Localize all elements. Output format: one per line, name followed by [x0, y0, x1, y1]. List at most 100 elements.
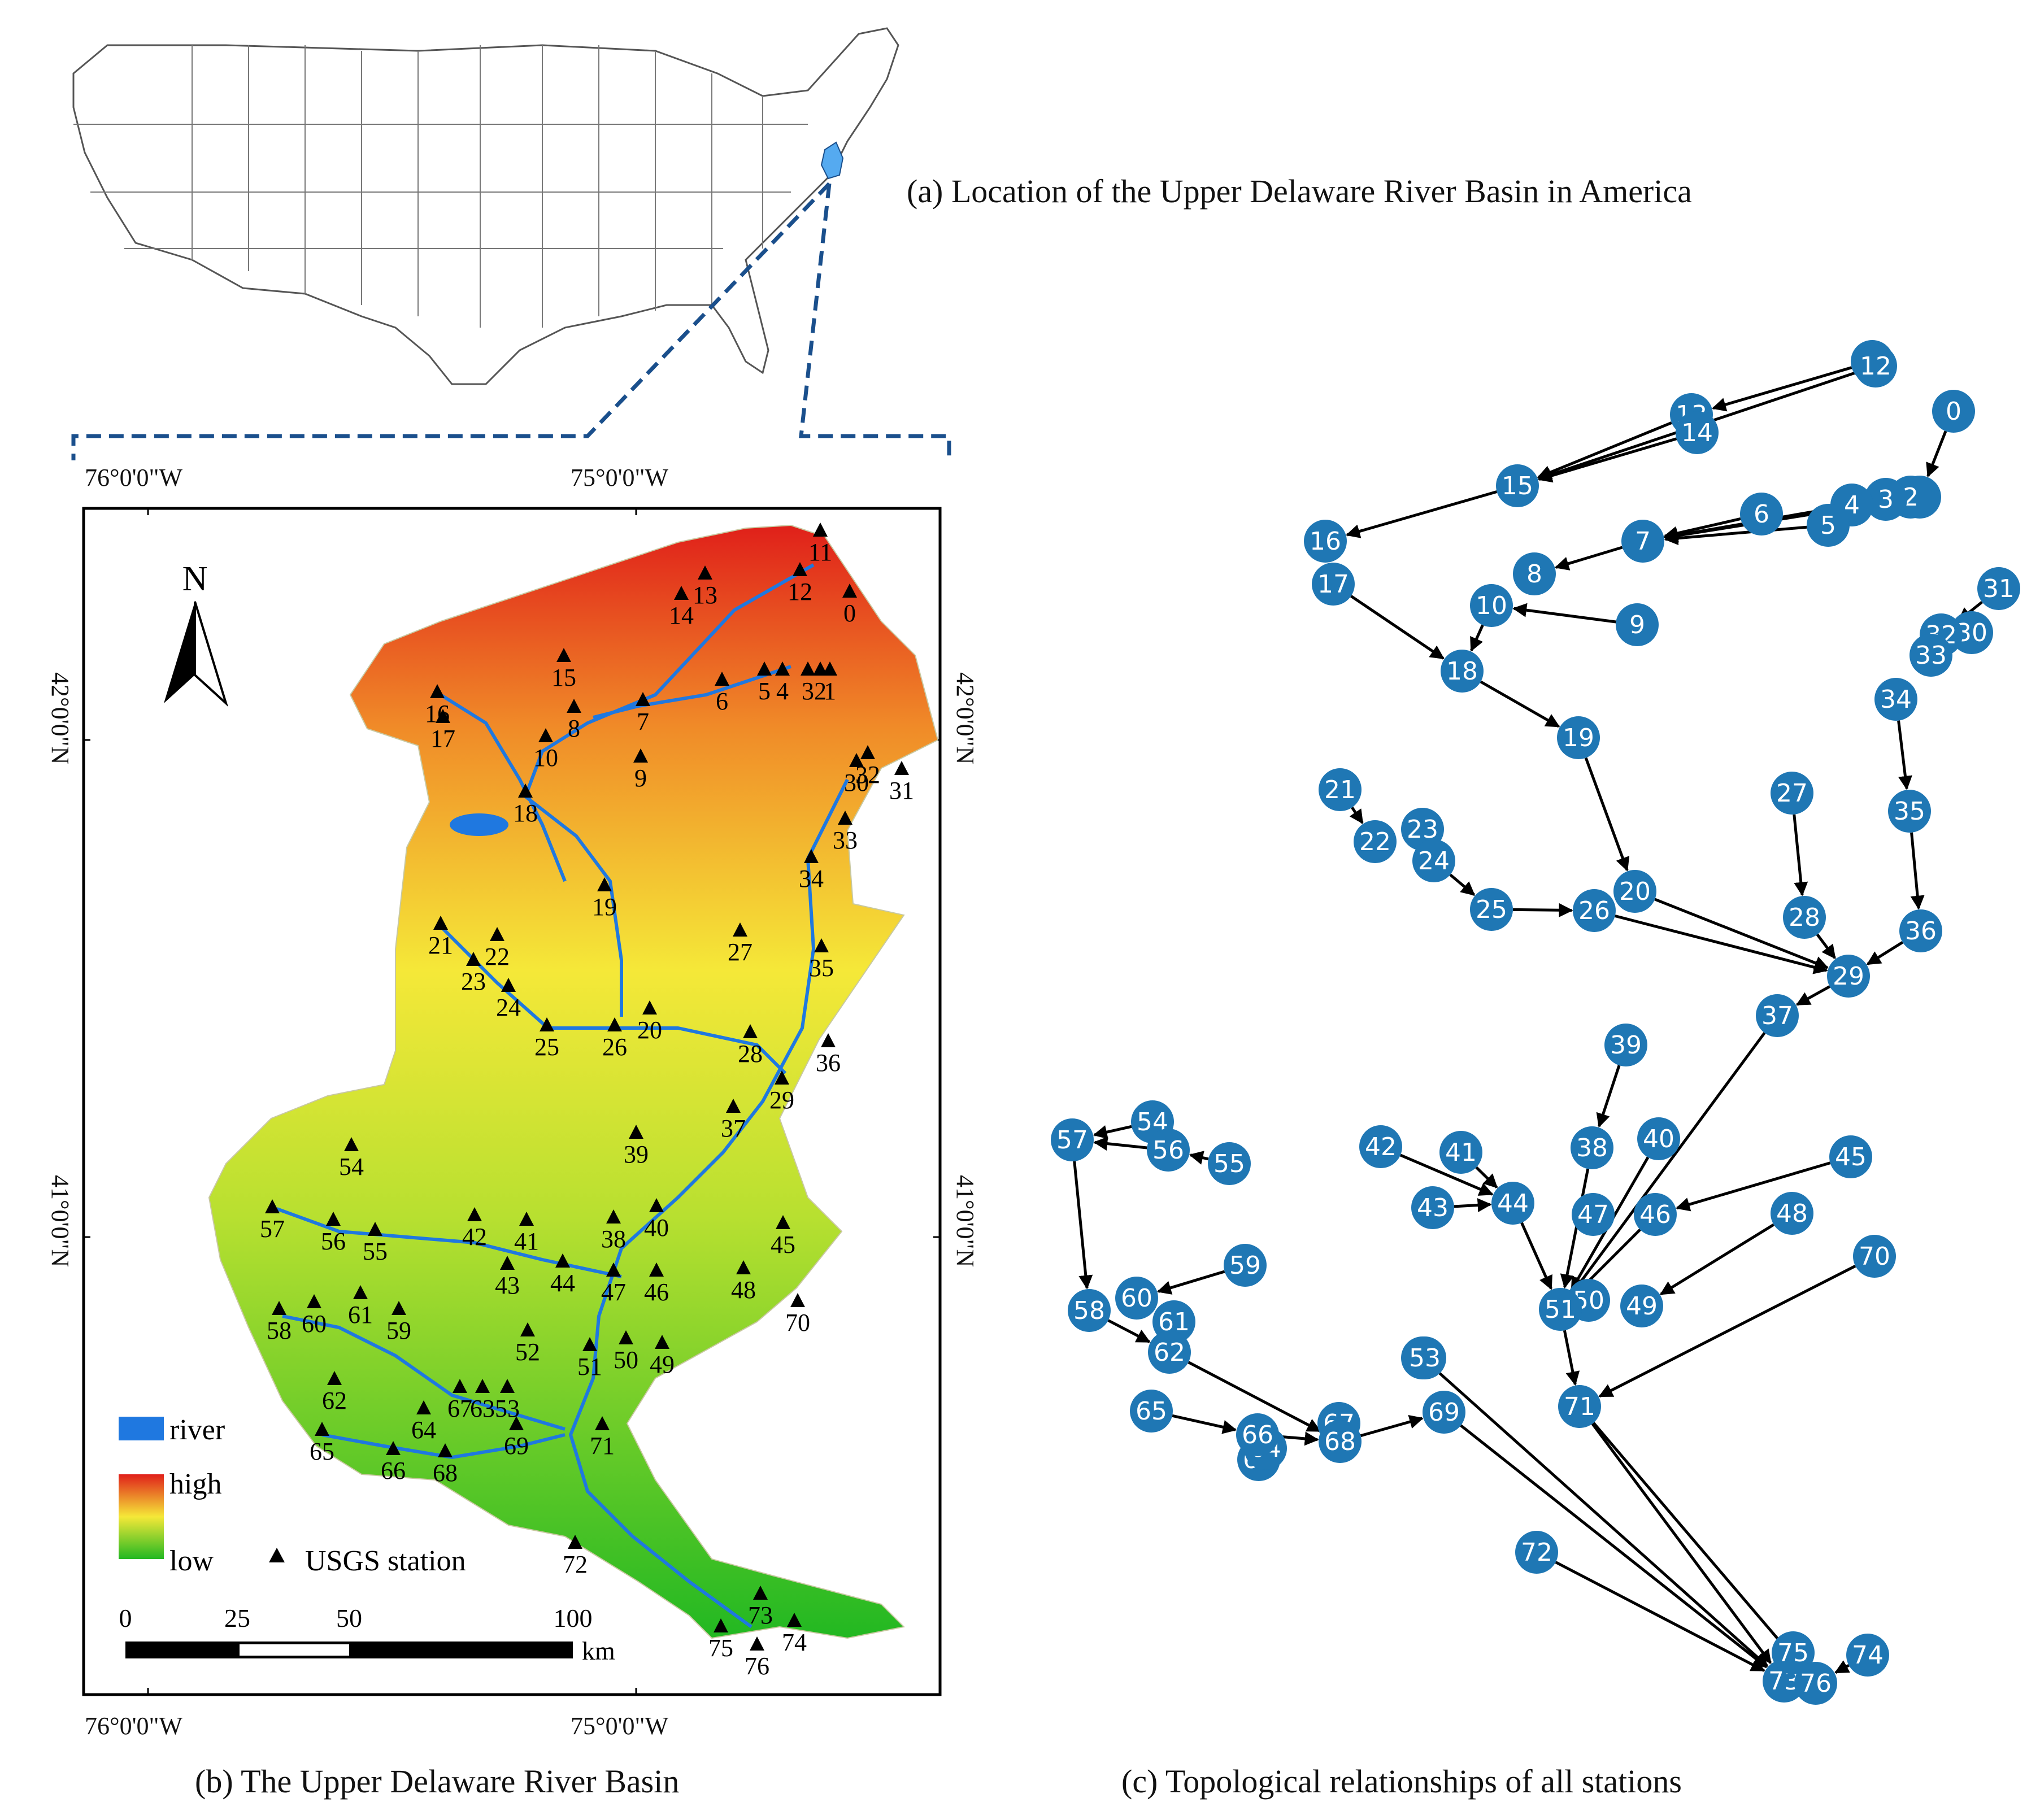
- graph-node-57: [1051, 1118, 1094, 1161]
- graph-node-72: [1515, 1531, 1558, 1574]
- station-marker-49: [655, 1335, 669, 1349]
- graph-node-28: [1783, 896, 1826, 939]
- station-marker-38: [606, 1209, 621, 1224]
- graph-edge-28-29: [1816, 933, 1837, 960]
- station-label-68: 68: [433, 1459, 458, 1487]
- graph-edge-11-13: [1711, 366, 1852, 412]
- station-label-62: 62: [322, 1387, 347, 1414]
- graph-edge-44-51: [1520, 1222, 1552, 1290]
- graph-node-label-66: 66: [1242, 1421, 1273, 1449]
- station-marker-13: [698, 565, 712, 580]
- graph-node-12: [1854, 345, 1897, 387]
- graph-node-16: [1304, 520, 1347, 563]
- station-marker-68: [438, 1443, 453, 1457]
- station-label-20: 20: [637, 1016, 662, 1044]
- station-label-14: 14: [669, 602, 694, 629]
- graph-node-label-22: 22: [1359, 828, 1391, 856]
- station-label-59: 59: [386, 1317, 411, 1344]
- graph-node-label-27: 27: [1776, 779, 1808, 808]
- graticule-ticks: [84, 508, 940, 1695]
- edge-layer: [1073, 366, 1983, 1674]
- station-marker-52: [520, 1322, 535, 1336]
- legend-station-symbol: [269, 1548, 285, 1562]
- graph-node-label-76: 76: [1800, 1669, 1832, 1698]
- station-label-30: 30: [844, 769, 869, 796]
- station-marker-48: [736, 1260, 751, 1274]
- station-marker-21: [433, 916, 448, 930]
- station-label-10: 10: [533, 744, 558, 772]
- station-label-67: 67: [447, 1395, 472, 1422]
- graph-node-label-60: 60: [1121, 1284, 1152, 1313]
- graph-edge-0-1: [1926, 430, 1947, 478]
- station-label-35: 35: [809, 954, 834, 982]
- station-label-65: 65: [310, 1438, 334, 1465]
- station-marker-50: [619, 1330, 633, 1344]
- station-label-15: 15: [551, 664, 576, 691]
- station-label-26: 26: [602, 1033, 627, 1061]
- station-marker-39: [629, 1125, 643, 1139]
- station-marker-6: [715, 672, 729, 686]
- station-label-41: 41: [514, 1227, 539, 1255]
- graph-node-62: [1148, 1331, 1191, 1374]
- station-label-1: 1: [824, 677, 836, 705]
- station-marker-66: [386, 1441, 401, 1455]
- graph-edge-58-62: [1107, 1319, 1151, 1343]
- scale-bar-segment: [240, 1644, 349, 1656]
- station-marker-42: [467, 1207, 482, 1221]
- station-label-71: 71: [590, 1432, 615, 1460]
- graph-edge-5-7: [1664, 525, 1807, 546]
- station-label-47: 47: [601, 1278, 626, 1306]
- graph-node-66: [1236, 1413, 1279, 1456]
- graph-node-27: [1771, 772, 1813, 815]
- station-label-31: 31: [889, 777, 914, 804]
- station-label-70: 70: [785, 1309, 810, 1336]
- graph-edge-66-68: [1278, 1431, 1319, 1446]
- graph-node-39: [1604, 1024, 1647, 1066]
- station-label-4: 4: [776, 677, 789, 705]
- station-label-76: 76: [745, 1652, 769, 1680]
- legend-high-label: high: [169, 1468, 221, 1500]
- graph-edge-41-44: [1475, 1166, 1498, 1188]
- station-marker-28: [743, 1024, 758, 1038]
- station-marker-46: [649, 1262, 664, 1277]
- station-label-29: 29: [769, 1086, 794, 1114]
- lon-label-left-top: 76°0'0"W: [85, 464, 183, 491]
- graph-edge-27-28: [1793, 814, 1808, 896]
- station-marker-19: [597, 877, 612, 891]
- station-label-5: 5: [758, 677, 771, 705]
- graph-node-69: [1423, 1391, 1465, 1434]
- graph-node-8: [1513, 552, 1556, 595]
- graph-node-26: [1573, 889, 1616, 932]
- graph-node-36: [1899, 909, 1942, 952]
- station-label-60: 60: [302, 1310, 327, 1338]
- graph-node-label-26: 26: [1578, 896, 1610, 925]
- state-borders: [73, 45, 808, 328]
- graph-node-label-12: 12: [1860, 352, 1891, 381]
- station-marker-55: [368, 1222, 382, 1236]
- graph-node-30: [1950, 611, 1993, 654]
- graph-edge-35-36: [1910, 832, 1925, 910]
- graph-node-9: [1616, 603, 1659, 646]
- graph-node-label-20: 20: [1619, 877, 1651, 906]
- scale-tick-50: 50: [336, 1604, 362, 1632]
- station-marker-30: [849, 753, 864, 767]
- graph-node-label-59: 59: [1229, 1251, 1261, 1280]
- station-marker-8: [567, 699, 581, 713]
- basin-highlight: [820, 141, 844, 180]
- station-marker-36: [821, 1033, 836, 1047]
- station-marker-72: [568, 1535, 582, 1549]
- graph-edge-9-10: [1512, 603, 1616, 624]
- station-marker-69: [509, 1416, 524, 1430]
- station-marker-67: [453, 1379, 467, 1393]
- graph-node-label-70: 70: [1859, 1242, 1890, 1271]
- graph-node-40: [1637, 1117, 1680, 1160]
- graph-node-label-17: 17: [1317, 570, 1349, 599]
- legend-low-label: low: [169, 1545, 214, 1577]
- graph-edge-14-15: [1537, 437, 1677, 483]
- station-marker-0: [842, 584, 857, 598]
- station-marker-74: [787, 1613, 802, 1627]
- station-label-9: 9: [634, 764, 647, 792]
- station-label-7: 7: [637, 708, 649, 735]
- station-label-23: 23: [461, 968, 486, 995]
- graph-node-label-62: 62: [1154, 1338, 1185, 1367]
